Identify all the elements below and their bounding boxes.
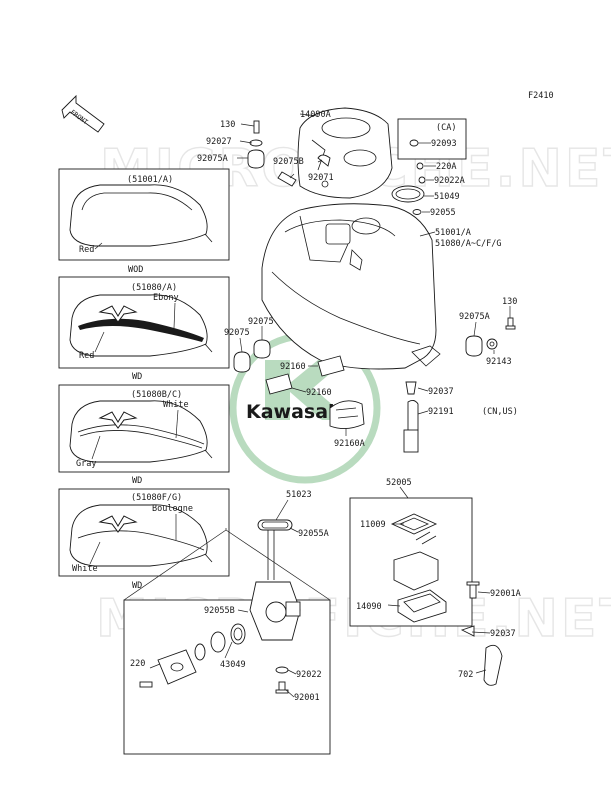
variant-2-caption: WD bbox=[132, 372, 142, 382]
callout-92055A: 92055A bbox=[298, 529, 329, 539]
ca-box: (CA) bbox=[397, 118, 467, 160]
callout-92075A-top: 92075A bbox=[197, 154, 228, 164]
callout-92055B: 92055B bbox=[204, 606, 235, 616]
callout-11009: 11009 bbox=[360, 520, 386, 530]
variant-2-name: Ebony bbox=[153, 293, 179, 303]
variant-2-color: Red bbox=[79, 351, 94, 361]
logo-text: Kawasaki bbox=[246, 401, 347, 423]
tank-console bbox=[297, 107, 393, 199]
variant-4-name: Boulogne bbox=[152, 504, 193, 514]
variant-box-1: (51001/A) Red bbox=[58, 168, 230, 261]
callout-92160-a: 92160 bbox=[280, 362, 306, 372]
fuel-cap bbox=[391, 185, 425, 215]
upper-left-parts bbox=[247, 120, 426, 187]
callout-14090A: 14090A bbox=[300, 110, 331, 120]
callout-92027: 92027 bbox=[206, 137, 232, 147]
callout-92160A: 92160A bbox=[334, 439, 365, 449]
callout-51049: 51049 bbox=[434, 192, 460, 202]
callout-92037-bottom: 92037 bbox=[490, 629, 516, 639]
callout-92022A: 92022A bbox=[434, 176, 465, 186]
variant-3-code: (51080B/C) bbox=[131, 390, 182, 400]
rubber-dampers bbox=[233, 339, 365, 429]
callout-43049: 43049 bbox=[220, 660, 246, 670]
right-mount-parts bbox=[403, 317, 516, 453]
callout-51080: 51080/A~C/F/G bbox=[435, 239, 502, 249]
callout-92075-a: 92075 bbox=[224, 328, 250, 338]
callout-92037-top: 92037 bbox=[428, 387, 454, 397]
callout-130-right: 130 bbox=[502, 297, 517, 307]
variant-1-code: (51001/A) bbox=[127, 175, 173, 185]
variant-box-2: (51080/A) Ebony Red bbox=[58, 276, 230, 369]
callout-51001A: 51001/A bbox=[435, 228, 471, 238]
variant-4-color: White bbox=[72, 564, 98, 574]
leader-lines bbox=[149, 113, 511, 698]
callout-92001A: 92001A bbox=[490, 589, 521, 599]
figure-code: F2410 bbox=[528, 91, 554, 101]
callout-92075A-right: 92075A bbox=[459, 312, 490, 322]
callout-220: 220 bbox=[130, 659, 145, 669]
callout-220A: 220A bbox=[436, 162, 456, 172]
variant-4-caption: WD bbox=[132, 581, 142, 591]
variant-3-color: Gray bbox=[76, 459, 96, 469]
variant-1-caption: WOD bbox=[128, 265, 143, 275]
callout-cn-us: (CN,US) bbox=[482, 407, 518, 417]
fuel-pump bbox=[390, 513, 503, 686]
callout-92191: 92191 bbox=[428, 407, 454, 417]
variant-3-name: White bbox=[163, 400, 189, 410]
callout-702: 702 bbox=[458, 670, 473, 680]
ca-label: (CA) bbox=[436, 123, 456, 133]
variant-3-caption: WD bbox=[132, 476, 142, 486]
callout-92093: 92093 bbox=[431, 139, 457, 149]
callout-92055: 92055 bbox=[430, 208, 456, 218]
callout-130-top: 130 bbox=[220, 120, 235, 130]
callout-52005: 52005 bbox=[386, 478, 412, 488]
front-arrow-icon: FRONT bbox=[61, 94, 105, 133]
callout-92075B: 92075B bbox=[273, 157, 304, 167]
callout-92075-b: 92075 bbox=[248, 317, 274, 327]
fuel-tap bbox=[139, 519, 301, 694]
fuel-tank bbox=[261, 203, 441, 370]
callout-92022: 92022 bbox=[296, 670, 322, 680]
callout-51023: 51023 bbox=[286, 490, 312, 500]
callout-92143: 92143 bbox=[486, 357, 512, 367]
variant-box-4: (51080F/G) Boulogne White bbox=[58, 488, 230, 577]
callout-92160-b: 92160 bbox=[306, 388, 332, 398]
callout-92001: 92001 bbox=[294, 693, 320, 703]
variant-2-code: (51080/A) bbox=[131, 283, 177, 293]
callout-14090: 14090 bbox=[356, 602, 382, 612]
variant-4-code: (51080F/G) bbox=[131, 493, 182, 503]
variant-1-color: Red bbox=[79, 245, 94, 255]
callout-92071: 92071 bbox=[308, 173, 334, 183]
variant-box-3: (51080B/C) White Gray bbox=[58, 384, 230, 473]
